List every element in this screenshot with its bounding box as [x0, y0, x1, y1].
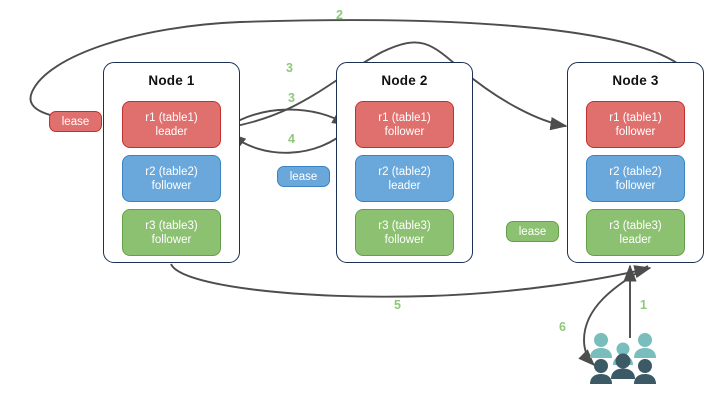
edge-label-5: 5: [394, 298, 401, 312]
replica-node1-r1[interactable]: r1 (table1) leader: [122, 101, 221, 148]
replica-node2-r2[interactable]: r2 (table2) leader: [355, 155, 454, 202]
node-card-node1[interactable]: Node 1 r1 (table1) leader r2 (table2) fo…: [103, 62, 240, 263]
replica-name: r2 (table2): [145, 165, 198, 178]
replica-role: follower: [615, 125, 656, 138]
replica-role: follower: [151, 233, 192, 246]
lease-chip-table3[interactable]: lease: [506, 221, 559, 242]
replica-node3-r3[interactable]: r3 (table3) leader: [586, 209, 685, 256]
replica-name: r2 (table2): [378, 165, 431, 178]
replica-name: r1 (table1): [145, 111, 198, 124]
lease-label: lease: [518, 225, 547, 238]
replica-role: follower: [615, 179, 656, 192]
replica-node3-r2[interactable]: r2 (table2) follower: [586, 155, 685, 202]
replica-role: follower: [384, 233, 425, 246]
lease-chip-table2[interactable]: lease: [277, 166, 330, 187]
replica-name: r1 (table1): [378, 111, 431, 124]
replica-name: r3 (table3): [609, 219, 662, 232]
replica-role: leader: [388, 179, 421, 192]
replica-node1-r3[interactable]: r3 (table3) follower: [122, 209, 221, 256]
replica-node2-r3[interactable]: r3 (table3) follower: [355, 209, 454, 256]
replica-role: follower: [384, 125, 425, 138]
edge-label-1: 1: [640, 298, 647, 312]
lease-label: lease: [61, 115, 90, 128]
replica-node2-r1[interactable]: r1 (table1) follower: [355, 101, 454, 148]
edge-path-5: [170, 263, 652, 298]
replica-role: leader: [155, 125, 188, 138]
replica-name: r3 (table3): [378, 219, 431, 232]
replica-name: r1 (table1): [609, 111, 662, 124]
edge-label-3b: 3: [288, 91, 295, 105]
edge-label-4: 4: [288, 132, 295, 146]
node-title: Node 3: [612, 73, 659, 88]
replica-node3-r1[interactable]: r1 (table1) follower: [586, 101, 685, 148]
edge-path-3b: [225, 108, 350, 129]
replica-role: follower: [151, 179, 192, 192]
replica-name: r3 (table3): [145, 219, 198, 232]
edge-label-3a: 3: [286, 61, 293, 75]
edge-label-2: 2: [336, 8, 343, 22]
edge-label-6: 6: [559, 320, 566, 334]
lease-chip-table1[interactable]: lease: [49, 111, 102, 132]
node-title: Node 2: [381, 73, 428, 88]
node-title: Node 1: [148, 73, 195, 88]
lease-label: lease: [289, 170, 318, 183]
node-card-node2[interactable]: Node 2 r1 (table1) follower r2 (table2) …: [336, 62, 473, 263]
users-group-icon: [590, 333, 656, 384]
replica-role: leader: [619, 233, 652, 246]
replica-name: r2 (table2): [609, 165, 662, 178]
replica-node1-r2[interactable]: r2 (table2) follower: [122, 155, 221, 202]
node-card-node3[interactable]: Node 3 r1 (table1) follower r2 (table2) …: [567, 62, 704, 263]
